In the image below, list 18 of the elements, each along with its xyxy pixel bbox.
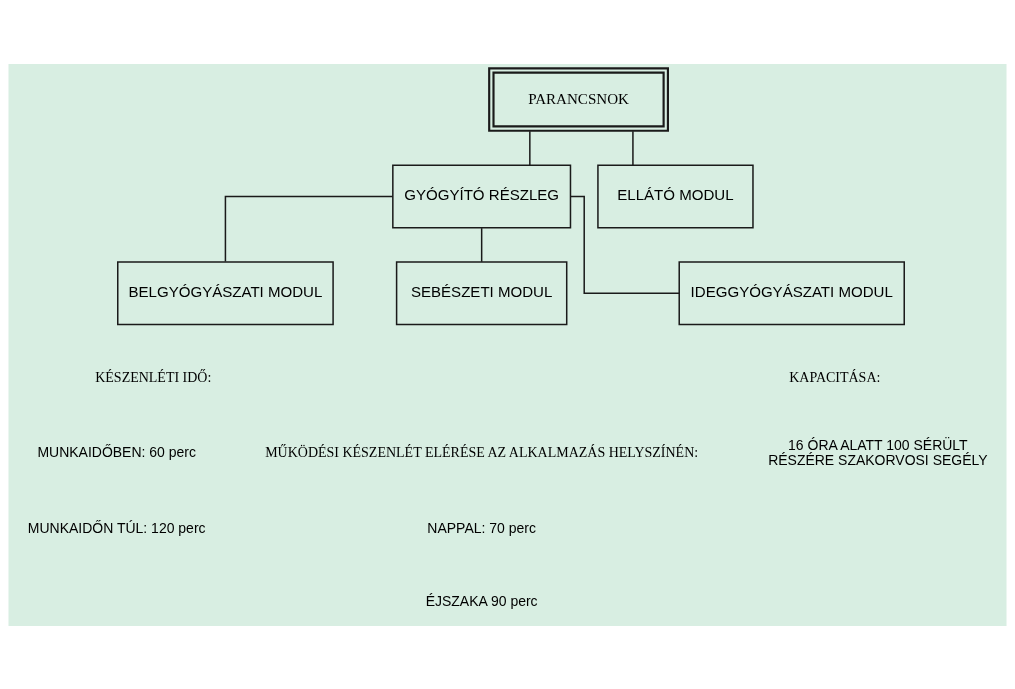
node-box: GYÓGYÍTÓ RÉSZLEG — [392, 163, 572, 228]
label: NAPPAL: 70 perc — [427, 519, 536, 536]
connector — [224, 195, 394, 262]
node-box: ELLÁTÓ MODUL — [597, 163, 754, 228]
node-box: IDEGGYÓGYÁSZATI MODUL — [678, 260, 905, 325]
label: ÉJSZAKA 90 perc — [425, 592, 538, 609]
label: MUNKAIDŐBEN: 60 perc — [37, 443, 196, 460]
label: 16 ÓRA ALATT 100 SÉRÜLT RÉSZÉRE SZAKORVOSI SEGÉLY — [768, 436, 988, 468]
connector — [529, 130, 531, 166]
label: KÉSZENLÉTI IDŐ: — [95, 369, 212, 385]
node-box: SEBÉSZETI MODUL — [395, 260, 568, 325]
label: MUNKAIDŐN TÚL: 120 perc — [27, 519, 206, 536]
connector — [480, 226, 483, 263]
label: KAPACITÁSA: — [789, 369, 881, 385]
connector — [632, 130, 634, 166]
node-box: BELGYÓGYÁSZATI MODUL — [117, 260, 334, 325]
label: MŰKÖDÉSI KÉSZENLÉT ELÉRÉSE AZ ALKALMAZÁS HELYSZÍNÉN: — [265, 444, 699, 460]
node-box: PARANCSNOK — [488, 66, 669, 132]
